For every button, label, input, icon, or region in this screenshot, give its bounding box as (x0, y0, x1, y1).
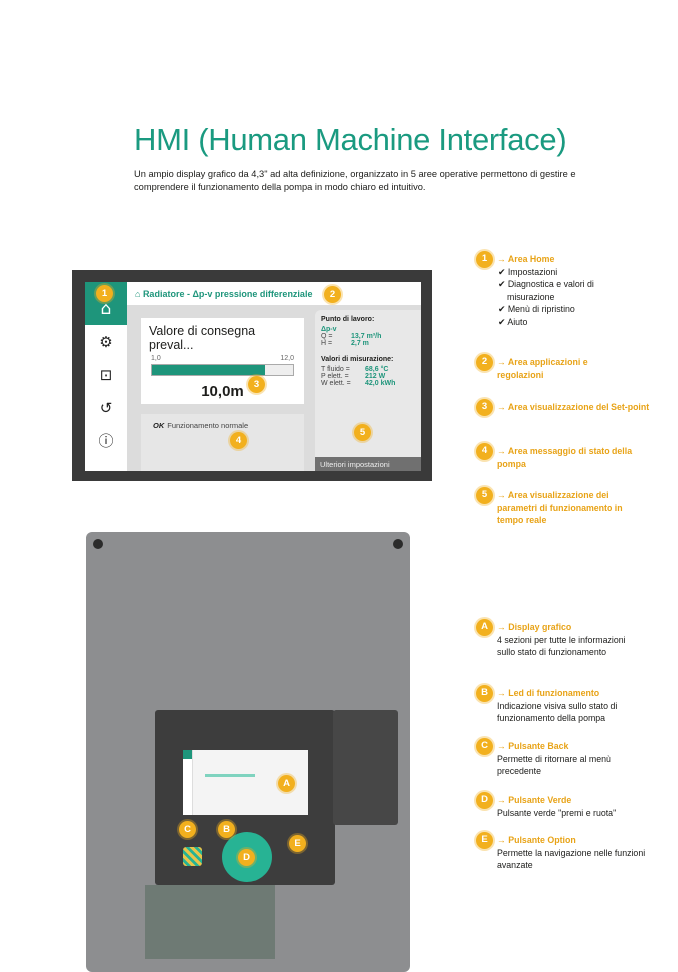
p-label: P elett. = (321, 373, 349, 380)
setpoint-title: Valore di consegna preval... (149, 324, 256, 352)
app-header[interactable]: ⌂ Radiatore - Δp-v pressione differenzia… (127, 282, 421, 305)
badge-c: C (179, 821, 196, 838)
meas-title: Valori di misurazione: (321, 356, 394, 363)
legend-title: → Led di funzionamento (497, 688, 600, 698)
badge-2: 2 (324, 286, 341, 303)
legend-badge: 2 (476, 354, 493, 371)
check-icon: ✔ (498, 316, 508, 327)
legend-title: → Pulsante Back (497, 741, 569, 751)
check-icon: ✔ (498, 279, 508, 289)
home-small-icon: ⌂ (135, 288, 143, 299)
screw (93, 539, 103, 549)
legend-badge: 3 (476, 399, 493, 416)
legend-title: → Area visualizzazione dei parametri di … (497, 490, 623, 525)
legend-check-item: Aiuto (507, 316, 528, 327)
legend-badge: 5 (476, 487, 493, 504)
badge-e: E (289, 835, 306, 852)
legend-item: 4→ Area messaggio di stato della pompa (476, 443, 641, 470)
legend-desc: Indicazione visiva sullo stato di funzio… (497, 700, 618, 724)
brand-logo (183, 847, 202, 866)
status-text: Funzionamento normale (167, 421, 249, 430)
legend-desc: Permette di ritornare al menù precedente (497, 753, 611, 777)
h-value: 2,7 m (351, 340, 369, 347)
screw (393, 539, 403, 549)
legend-badge: 1 (476, 251, 493, 268)
mode: Δp-v (321, 326, 337, 333)
legend-title: → Area messaggio di stato della pompa (497, 446, 633, 469)
legend-title: → Pulsante Option (497, 835, 576, 845)
badge-3: 3 (248, 376, 265, 393)
help-icon[interactable]: ⓘ (98, 432, 114, 450)
range-max: 12,0 (280, 355, 294, 362)
badge-a: A (278, 775, 295, 792)
q-label: Q = (321, 333, 333, 340)
legend-badge: 4 (476, 443, 493, 460)
t-value: 68,6 °C (365, 366, 389, 373)
pump-bracket (145, 885, 275, 959)
legend-desc: 4 sezioni per tutte le informazioni sull… (497, 634, 626, 658)
range-min: 1,0 (151, 355, 161, 362)
legend-title: → Area visualizzazione del Set-point (497, 402, 650, 412)
setpoint-bar-fill (152, 365, 265, 375)
badge-1: 1 (96, 285, 113, 302)
legend-item: 3 → Area visualizzazione del Set-point (476, 399, 651, 416)
check-icon: ✔ (498, 266, 508, 277)
gear-icon[interactable]: ⚙ (99, 332, 113, 351)
side-cover (333, 710, 398, 825)
legend-item: A → Display grafico 4 sezioni per tutte le… (476, 619, 641, 659)
status-ok: OK (153, 421, 165, 430)
legend-title: → Pulsante Verde (497, 795, 572, 805)
legend-item: 5→ Area visualizzazione dei parametri di… (476, 487, 636, 527)
legend-badge: D (476, 792, 493, 809)
legend-check-item: Diagnostica e valori di misurazione (507, 279, 594, 302)
legend-badge: B (476, 685, 493, 702)
legend-badge: A (476, 619, 493, 636)
legend-check-item: Impostazioni (507, 266, 558, 277)
p-value: 212 W (365, 373, 386, 380)
setpoint-value: 10,0m (201, 383, 244, 400)
legend-desc: Pulsante verde "premi e ruota" (497, 807, 617, 818)
badge-5: 5 (354, 424, 371, 441)
w-label: W elett. = (321, 380, 351, 387)
legend-title: → Area applicazioni e regolazioni (497, 357, 588, 380)
q-value: 13,7 m³/h (351, 333, 382, 340)
params-area: Punto di lavoro: Δp-v Q = 13,7 m³/h H = 2,… (315, 310, 421, 470)
diagnostics-icon[interactable]: ⊡ (99, 365, 113, 384)
legend-item: 2→ Area applicazioni e regolazioni (476, 354, 636, 381)
badge-b: B (218, 821, 235, 838)
check-icon: ✔ (498, 304, 508, 314)
page-title: HMI (Human Machine Interface) (134, 122, 567, 157)
legend-item: 1 → Area Home ✔ Impostazioni ✔ Diagnosti… (476, 251, 625, 328)
badge-4: 4 (230, 432, 247, 449)
header-text: Radiatore - Δp-v pressione differenziale (142, 288, 313, 299)
work-point-title: Punto di lavoro: (321, 316, 375, 323)
h-label: H = (321, 340, 333, 347)
legend-title: → Display grafico (497, 622, 572, 632)
legend-desc: Permette la navigazione nelle funzioni a… (497, 847, 646, 871)
setpoint-area[interactable]: Valore di consegna preval... 1,0 12,0 10,… (141, 318, 304, 404)
legend-title: → Area Home (497, 254, 555, 264)
legend-badge: E (476, 832, 493, 849)
t-label: T fluido = (321, 366, 350, 373)
intro-text: Un ampio display grafico da 4,3" ad alta… (134, 169, 576, 192)
legend-check-item: Menù di ripristino (507, 304, 575, 314)
legend-badge: C (476, 738, 493, 755)
more-settings-button[interactable]: Ulteriori impostazioni (315, 457, 421, 471)
hmi-screen: ⌂ ⚙ ⊡ ↺ ⓘ ⌂ Radiatore - Δp-v pressione d… (72, 270, 432, 481)
w-value: 42,0 kWh (365, 380, 396, 387)
setpoint-bar (151, 364, 294, 376)
badge-d: D (238, 849, 255, 866)
restore-icon[interactable]: ↺ (99, 398, 113, 417)
sidebar: ⌂ ⚙ ⊡ ↺ ⓘ (85, 282, 127, 471)
